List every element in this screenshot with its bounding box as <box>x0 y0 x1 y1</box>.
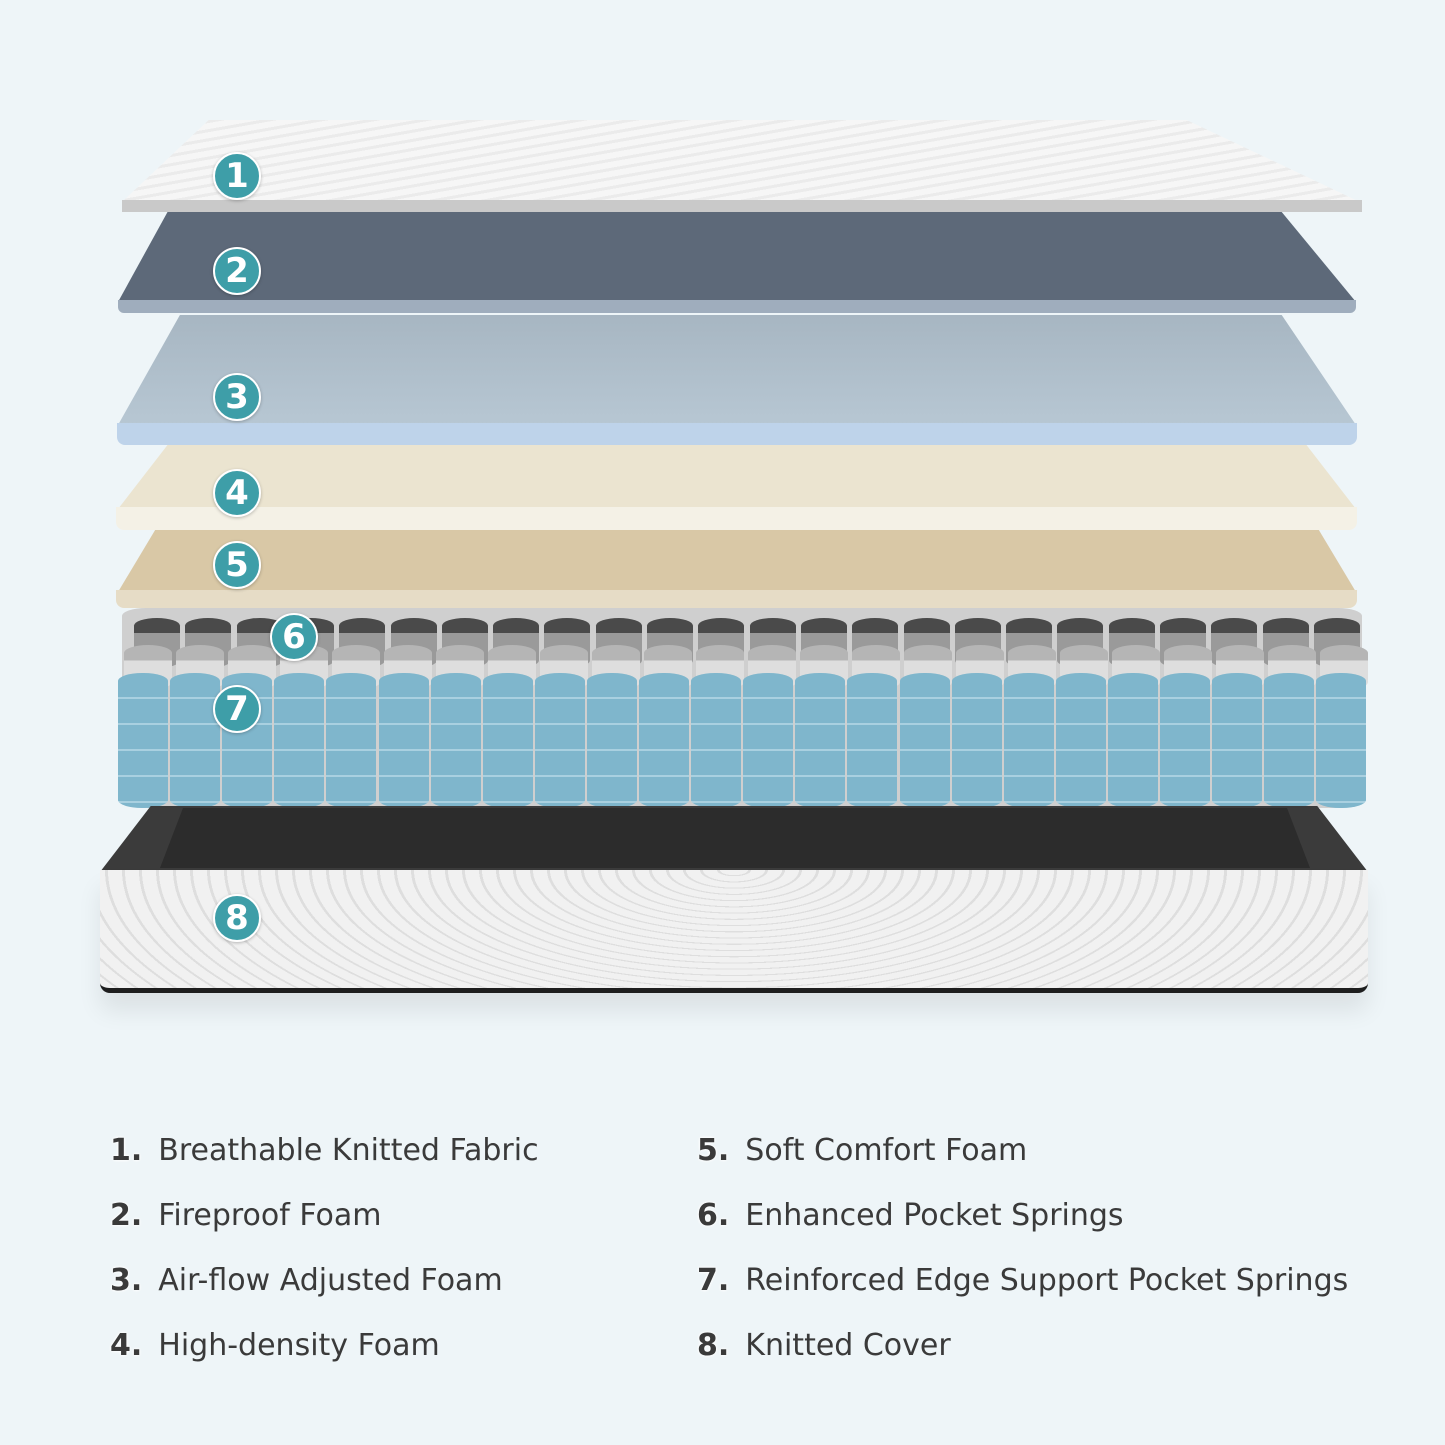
spring-front <box>847 673 898 808</box>
spring-front <box>1107 673 1158 808</box>
spring-front <box>534 673 585 808</box>
legend-item-4: 4. High-density Foam <box>110 1328 440 1363</box>
badge-5: 5 <box>213 541 261 589</box>
spring-front <box>118 673 168 808</box>
spring-front <box>899 673 950 808</box>
spring-front <box>274 673 325 808</box>
legend-item-6: 6. Enhanced Pocket Springs <box>697 1198 1124 1233</box>
spring-front <box>1055 673 1106 808</box>
spring-front <box>1003 673 1054 808</box>
base-top-inner <box>160 808 1310 868</box>
spring-front <box>1316 673 1367 808</box>
layer-3-airflow-foam <box>118 315 1356 425</box>
legend-label: High-density Foam <box>158 1328 440 1363</box>
spring-front <box>1264 673 1315 808</box>
spring-front <box>586 673 637 808</box>
spring-front <box>430 673 481 808</box>
spring-front <box>1160 673 1210 808</box>
legend-label: Breathable Knitted Fabric <box>158 1133 539 1168</box>
layer-4-high-density-foam <box>118 445 1356 509</box>
legend-number: 4. <box>110 1328 143 1363</box>
layer-2-edge <box>118 300 1356 313</box>
badge-2: 2 <box>213 247 261 295</box>
legend-label: Reinforced Edge Support Pocket Springs <box>745 1263 1349 1298</box>
legend-number: 7. <box>697 1263 730 1298</box>
legend-number: 1. <box>110 1133 143 1168</box>
spring-front <box>691 673 742 808</box>
legend-number: 5. <box>697 1133 730 1168</box>
legend-label: Fireproof Foam <box>158 1198 382 1233</box>
layer-2-fireproof-foam <box>118 212 1356 302</box>
spring-front <box>482 673 533 808</box>
legend-item-1: 1. Breathable Knitted Fabric <box>110 1133 539 1168</box>
legend-number: 6. <box>697 1198 730 1233</box>
spring-front <box>170 673 221 808</box>
layer-1-fabric <box>122 120 1360 202</box>
spring-front <box>951 673 1002 808</box>
legend-label: Air-flow Adjusted Foam <box>158 1263 503 1298</box>
legend-label: Knitted Cover <box>745 1328 951 1363</box>
spring-front <box>1212 673 1263 808</box>
layer-1-edge <box>122 200 1362 212</box>
badge-8: 8 <box>213 894 261 942</box>
layer-8-knitted-cover <box>100 870 1368 993</box>
badge-6: 6 <box>270 613 318 661</box>
legend-number: 2. <box>110 1198 143 1233</box>
badge-7: 7 <box>213 685 261 733</box>
legend-item-3: 3. Air-flow Adjusted Foam <box>110 1263 503 1298</box>
legend-item-8: 8. Knitted Cover <box>697 1328 951 1363</box>
legend-label: Enhanced Pocket Springs <box>745 1198 1124 1233</box>
spring-front <box>795 673 846 808</box>
spring-front <box>378 673 429 808</box>
badge-4: 4 <box>213 469 261 517</box>
legend-label: Soft Comfort Foam <box>745 1133 1028 1168</box>
layer-3-edge <box>117 423 1357 445</box>
legend-item-5: 5. Soft Comfort Foam <box>697 1133 1027 1168</box>
legend-item-2: 2. Fireproof Foam <box>110 1198 382 1233</box>
spring-front <box>326 673 377 808</box>
spring-front <box>743 673 794 808</box>
badge-3: 3 <box>213 373 261 421</box>
layer-5-edge <box>116 590 1357 608</box>
spring-front <box>639 673 689 808</box>
layer-5-comfort-foam <box>118 530 1356 592</box>
legend-number: 3. <box>110 1263 143 1298</box>
layer-4-edge <box>116 507 1357 530</box>
legend-number: 8. <box>697 1328 730 1363</box>
legend-item-7: 7. Reinforced Edge Support Pocket Springs <box>697 1263 1348 1298</box>
badge-1: 1 <box>213 152 261 200</box>
